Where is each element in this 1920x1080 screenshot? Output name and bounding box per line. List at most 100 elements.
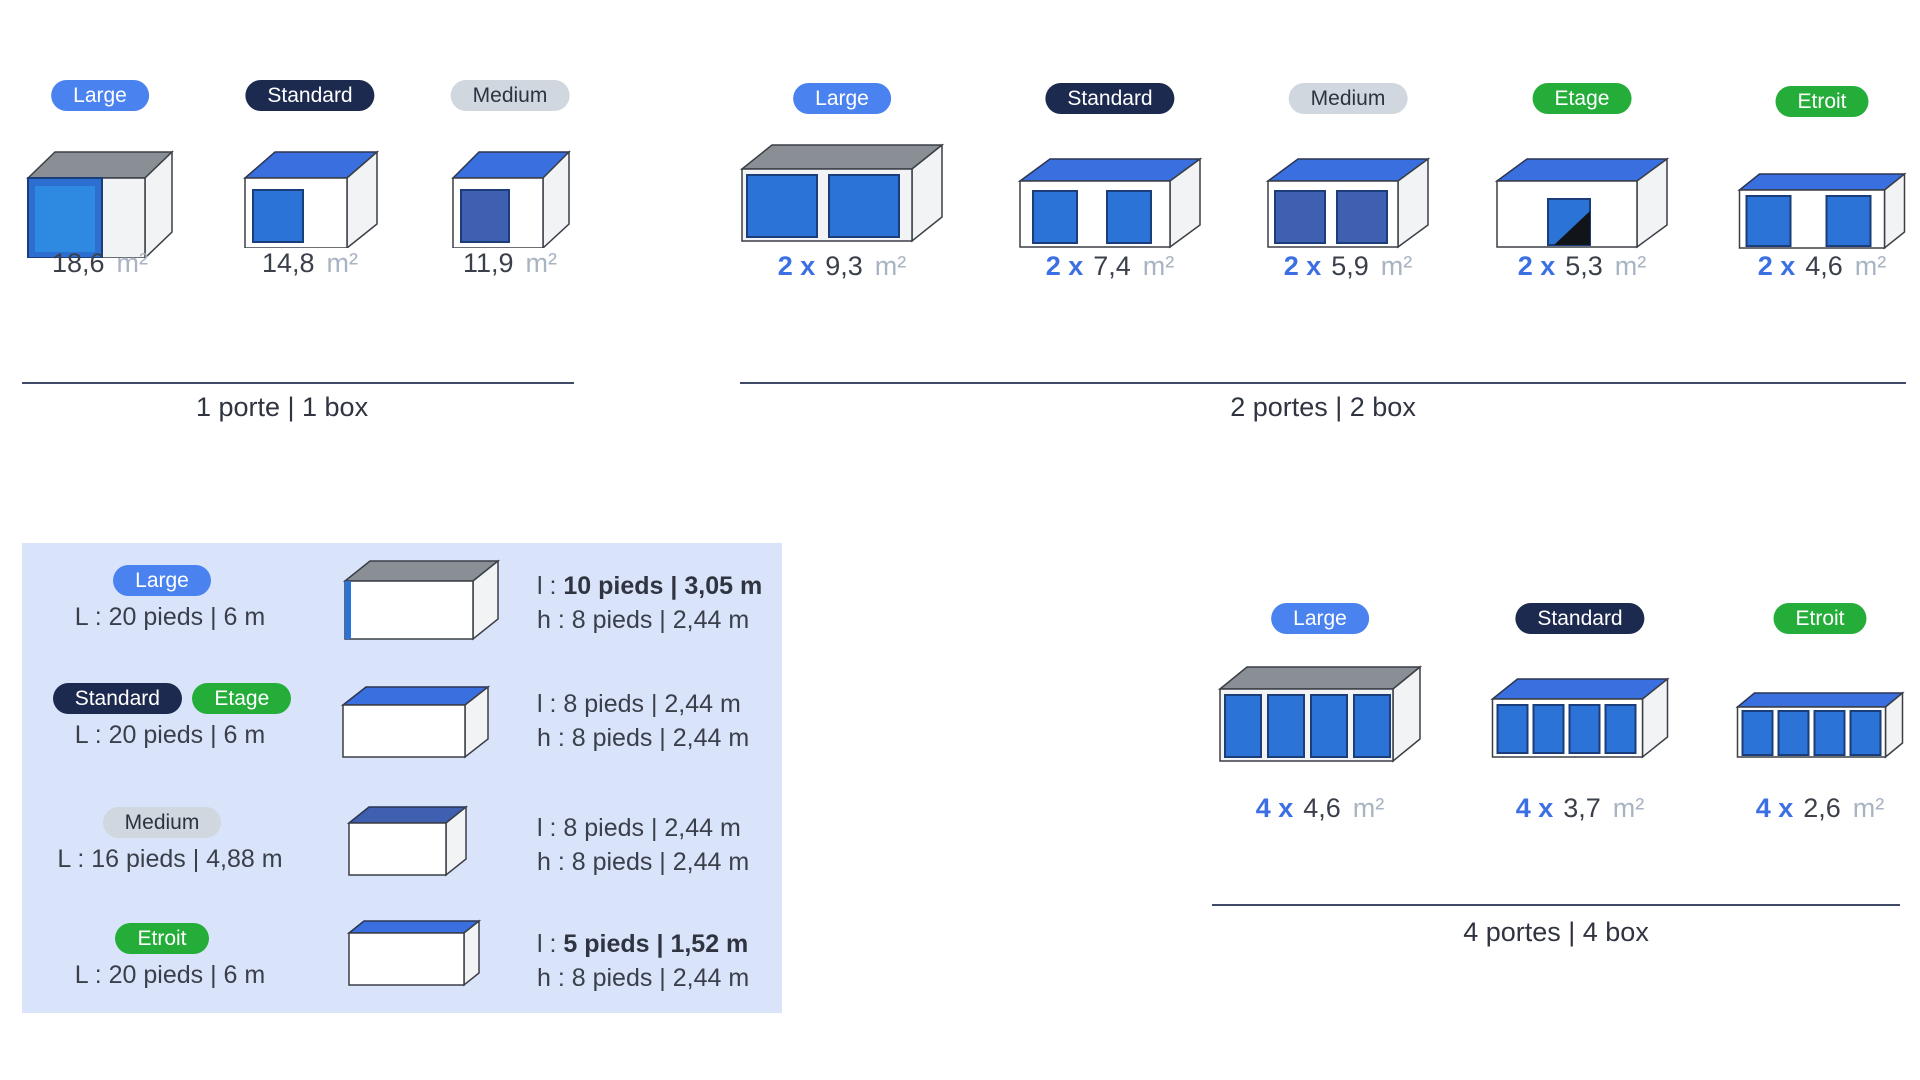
legend-width: l : 5 pieds | 1,52 m xyxy=(537,927,749,961)
area-value: 4,6 xyxy=(1303,793,1341,823)
area-value: 5,3 xyxy=(1565,251,1603,281)
legend-dimensions: l : 8 pieds | 2,44 m h : 8 pieds | 2,44 … xyxy=(537,687,749,755)
multiplier: 2 x xyxy=(1283,251,1322,281)
legend-height: h : 8 pieds | 2,44 m xyxy=(537,848,750,876)
container-standard-icon xyxy=(242,150,380,248)
legend-length: L : 16 pieds | 4,88 m xyxy=(57,845,283,873)
multiplier: 4 x xyxy=(1755,793,1794,823)
group-4-label: 4 portes | 4 box xyxy=(1463,917,1649,947)
legend-row-etroit: Etroit L : 20 pieds | 6 m l : 5 pieds | … xyxy=(22,919,782,1023)
badge-medium: Medium xyxy=(1288,83,1408,114)
area-value: 14,8 xyxy=(261,248,315,278)
area-unit: m² xyxy=(1380,251,1413,281)
legend-width: l : 10 pieds | 3,05 m xyxy=(537,569,762,603)
legend-length: L : 20 pieds | 6 m xyxy=(74,603,266,631)
size-label: 2 x 4,6 m² xyxy=(1722,251,1920,282)
unit-etroit-4[interactable]: Etroit 4 x 2,6 m² xyxy=(1720,603,1920,833)
area-value: 4,6 xyxy=(1805,251,1843,281)
width-prefix: l : xyxy=(537,930,564,958)
legend-width: l : 8 pieds | 2,44 m xyxy=(537,814,741,842)
group-2-label: 2 portes | 2 box xyxy=(1230,392,1416,422)
container-standard-icon xyxy=(340,685,491,759)
legend-badges: Large xyxy=(22,565,302,597)
container-etroit-icon xyxy=(1735,691,1905,759)
badge-large: Large xyxy=(793,83,891,114)
area-unit: m² xyxy=(1852,793,1885,823)
badge-etroit: Etroit xyxy=(1773,603,1867,634)
container-etroit-icon xyxy=(1737,172,1907,250)
badge-medium: Medium xyxy=(450,80,570,111)
legend-length: L : 20 pieds | 6 m xyxy=(74,961,266,989)
container-large-icon xyxy=(342,559,500,641)
multiplier: 2 x xyxy=(1045,251,1084,281)
badge-medium: Medium xyxy=(102,807,222,838)
legend-row-large: Large L : 20 pieds | 6 m l : 10 pieds | … xyxy=(22,559,782,665)
area-unit: m² xyxy=(874,251,907,281)
size-label: 2 x 9,3 m² xyxy=(742,251,942,282)
badge-standard: Standard xyxy=(52,683,182,714)
unit-standard-4[interactable]: Standard 4 x 3,7 m² xyxy=(1480,603,1680,833)
size-label: 2 x 5,9 m² xyxy=(1248,251,1448,282)
width-bold: 10 pieds | 3,05 m xyxy=(563,572,763,600)
unit-large-2[interactable]: Large 2 x 9,3 m² xyxy=(739,83,945,313)
badge-etage: Etage xyxy=(192,683,292,714)
badge-large: Large xyxy=(51,80,149,111)
legend-dimensions: l : 10 pieds | 3,05 m h : 8 pieds | 2,44… xyxy=(537,569,762,637)
legend-panel: Large L : 20 pieds | 6 m l : 10 pieds | … xyxy=(22,543,782,1013)
area-value: 9,3 xyxy=(825,251,863,281)
multiplier: 2 x xyxy=(777,251,816,281)
unit-medium-2[interactable]: Medium 2 x 5,9 m² xyxy=(1248,83,1448,313)
container-standard-icon xyxy=(1490,677,1670,759)
badge-etage: Etage xyxy=(1532,83,1632,114)
legend-badges: Etroit xyxy=(22,923,302,955)
area-value: 3,7 xyxy=(1563,793,1601,823)
unit-etroit-2[interactable]: Etroit 2 x 4,6 m² xyxy=(1722,86,1920,316)
legend-length: L : 20 pieds | 6 m xyxy=(74,721,266,749)
legend-badges: Medium xyxy=(22,807,302,839)
container-large-icon xyxy=(1217,665,1423,763)
container-etage-icon xyxy=(1494,157,1670,249)
container-large-icon xyxy=(26,150,174,258)
area-unit: m² xyxy=(1352,793,1385,823)
unit-standard-1[interactable]: Standard 14,8 m² xyxy=(210,80,410,310)
legend-dimensions: l : 5 pieds | 1,52 m h : 8 pieds | 2,44 … xyxy=(537,927,749,995)
container-medium-icon xyxy=(346,805,469,877)
badge-standard: Standard xyxy=(245,80,375,111)
legend-row-medium: Medium L : 16 pieds | 4,88 m l : 8 pieds… xyxy=(22,805,782,907)
multiplier: 2 x xyxy=(1757,251,1796,281)
area-value: 5,9 xyxy=(1331,251,1369,281)
area-value: 7,4 xyxy=(1093,251,1131,281)
legend-height: h : 8 pieds | 2,44 m xyxy=(537,724,750,752)
badge-large: Large xyxy=(1271,603,1369,634)
legend-badges: Standard Etage xyxy=(22,683,322,715)
divider-group-1 xyxy=(22,382,574,384)
container-standard-icon xyxy=(1017,157,1203,249)
badge-standard: Standard xyxy=(1515,603,1645,634)
container-medium-icon xyxy=(451,150,571,248)
legend-dimensions: l : 8 pieds | 2,44 m h : 8 pieds | 2,44 … xyxy=(537,811,749,879)
area-value: 11,9 xyxy=(462,248,514,278)
width-prefix: l : xyxy=(537,572,564,600)
badge-etroit: Etroit xyxy=(1775,86,1869,117)
legend-height: h : 8 pieds | 2,44 m xyxy=(537,964,750,992)
container-etroit-icon xyxy=(346,919,482,987)
multiplier: 4 x xyxy=(1515,793,1554,823)
divider-group-2 xyxy=(740,382,1906,384)
area-value: 2,6 xyxy=(1803,793,1841,823)
legend-row-standard-etage: Standard Etage L : 20 pieds | 6 m l : 8 … xyxy=(22,683,782,783)
area-unit: m² xyxy=(1854,251,1887,281)
area-unit: m² xyxy=(326,248,359,278)
legend-height: h : 8 pieds | 2,44 m xyxy=(537,606,750,634)
container-large-icon xyxy=(739,143,945,243)
divider-group-4 xyxy=(1212,904,1900,906)
group-1-label: 1 porte | 1 box xyxy=(195,392,369,422)
area-unit: m² xyxy=(1612,793,1645,823)
badge-etroit: Etroit xyxy=(115,923,209,954)
